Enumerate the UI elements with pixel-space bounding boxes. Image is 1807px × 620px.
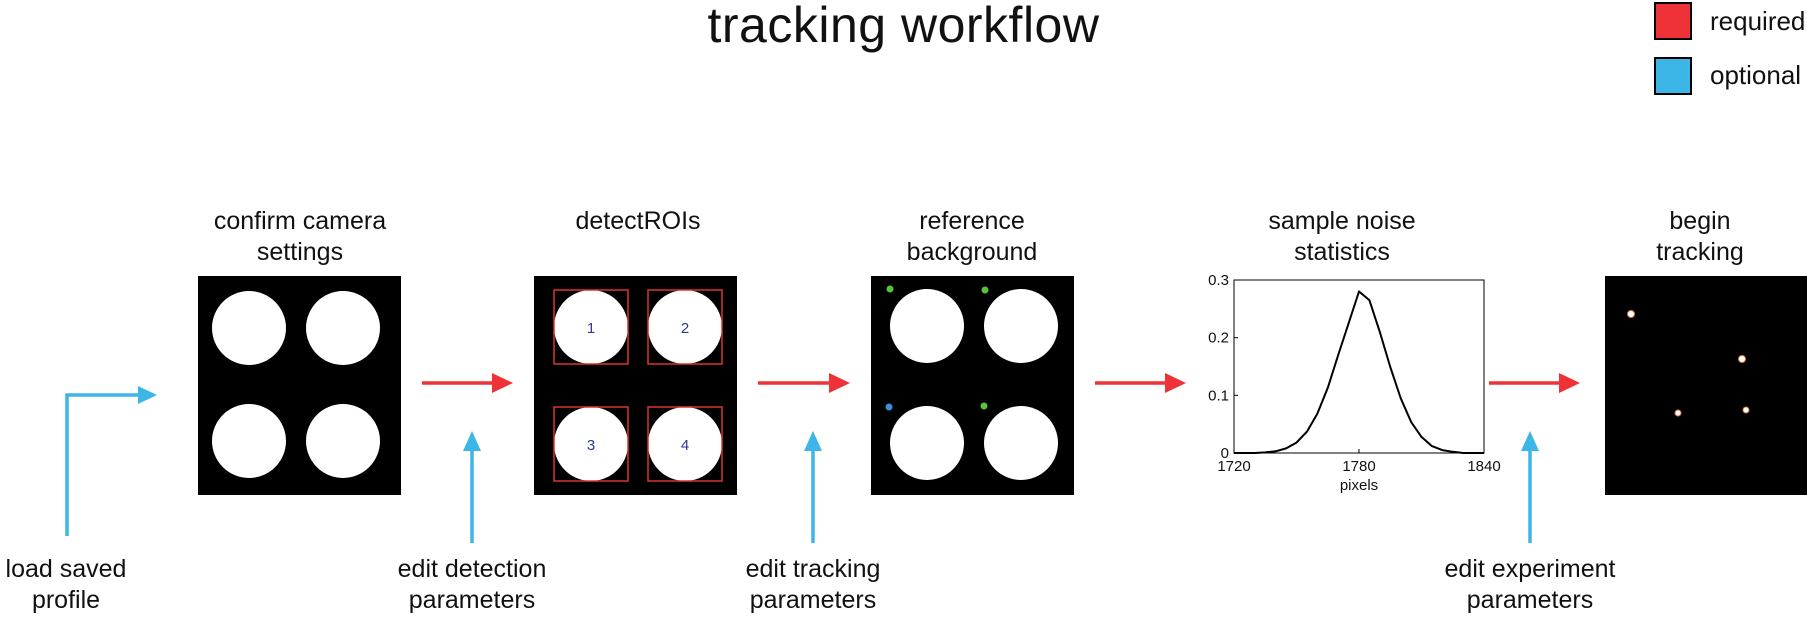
annotation-load-saved-profile: load saved profile	[0, 554, 156, 616]
annotation-line1: edit detection	[397, 555, 547, 583]
roi-box-1	[553, 289, 629, 365]
stage-label-line2: tracking	[1656, 238, 1744, 266]
detect-rois-image: 1 2 3 4	[534, 276, 737, 495]
chart-x-tick-label: 1720	[1217, 458, 1250, 475]
stage-label-confirm-camera-settings: confirm camera settings	[180, 206, 420, 268]
roi-box-2	[647, 289, 723, 365]
chart-y-tick-label: 0.3	[1208, 272, 1229, 289]
arrow-edit-detection-head	[463, 431, 481, 451]
roi-box-3	[553, 406, 629, 482]
chart-y-tick-label: 0	[1221, 445, 1229, 462]
arrow-load-profile	[65, 393, 153, 536]
stage-label-line1: detectROIs	[575, 207, 701, 235]
roi-box-4	[647, 406, 723, 482]
arrow-edit-tracking-head	[804, 431, 822, 451]
annotation-line1: edit tracking	[745, 555, 881, 583]
stage-label-sample-noise-statistics: sample noise statistics	[1222, 206, 1462, 268]
noise-statistics-chart: 1720 1780 1840 0 0.1 0.2 0.3 pixels	[1208, 272, 1501, 494]
stage-label-detect-rois: detectROIs	[518, 206, 758, 237]
arrow-required-2-head	[829, 373, 850, 393]
stage-label-reference-background: reference background	[852, 206, 1092, 268]
annotation-edit-experiment-parameters: edit experiment parameters	[1420, 554, 1640, 616]
stage-label-line1: confirm camera	[213, 207, 387, 235]
arrow-required-1-head	[492, 373, 513, 393]
chart-y-tick-label: 0.1	[1208, 387, 1229, 404]
annotation-line1: load saved	[5, 555, 127, 583]
stage-label-line2: settings	[256, 238, 344, 266]
chart-x-axis-label: pixels	[1340, 477, 1378, 494]
roi-label-4: 4	[681, 437, 689, 454]
annotation-line2: parameters	[749, 586, 877, 614]
annotation-edit-detection-parameters: edit detection parameters	[372, 554, 572, 616]
reference-background-image	[871, 276, 1074, 495]
chart-series-line	[1234, 290, 1484, 454]
stage-label-line2: statistics	[1294, 238, 1390, 266]
annotation-line1: edit experiment	[1444, 555, 1616, 583]
diagram-title: tracking workflow	[707, 0, 1100, 53]
stage-label-line1: sample noise	[1268, 207, 1416, 235]
arrow-load-profile-head	[138, 386, 157, 404]
annotation-edit-tracking-parameters: edit tracking parameters	[713, 554, 913, 616]
legend-required-swatch	[1654, 2, 1692, 40]
annotation-line2: parameters	[408, 586, 536, 614]
chart-x-tick-label: 1780	[1342, 458, 1375, 475]
legend-optional-swatch	[1654, 57, 1692, 95]
annotation-line2: profile	[31, 586, 101, 614]
legend-required-label: required	[1710, 6, 1806, 36]
stage-label-line1: reference	[919, 207, 1025, 235]
roi-label-1: 1	[587, 320, 595, 337]
stage-label-line1: begin	[1669, 207, 1731, 235]
chart-y-tick-label: 0.2	[1208, 330, 1229, 347]
roi-label-3: 3	[587, 437, 595, 454]
arrow-required-3-head	[1165, 373, 1186, 393]
tracking-image	[1605, 276, 1807, 495]
legend-optional-label: optional	[1710, 60, 1802, 90]
chart-x-tick-label: 1840	[1467, 458, 1500, 475]
camera-settings-image	[198, 276, 401, 495]
roi-label-2: 2	[681, 320, 689, 337]
arrow-edit-experiment-head	[1521, 431, 1539, 451]
arrow-required-4-head	[1559, 373, 1580, 393]
annotation-line2: parameters	[1466, 586, 1594, 614]
stage-label-begin-tracking: begin tracking	[1580, 206, 1807, 268]
stage-label-line2: background	[906, 238, 1038, 266]
